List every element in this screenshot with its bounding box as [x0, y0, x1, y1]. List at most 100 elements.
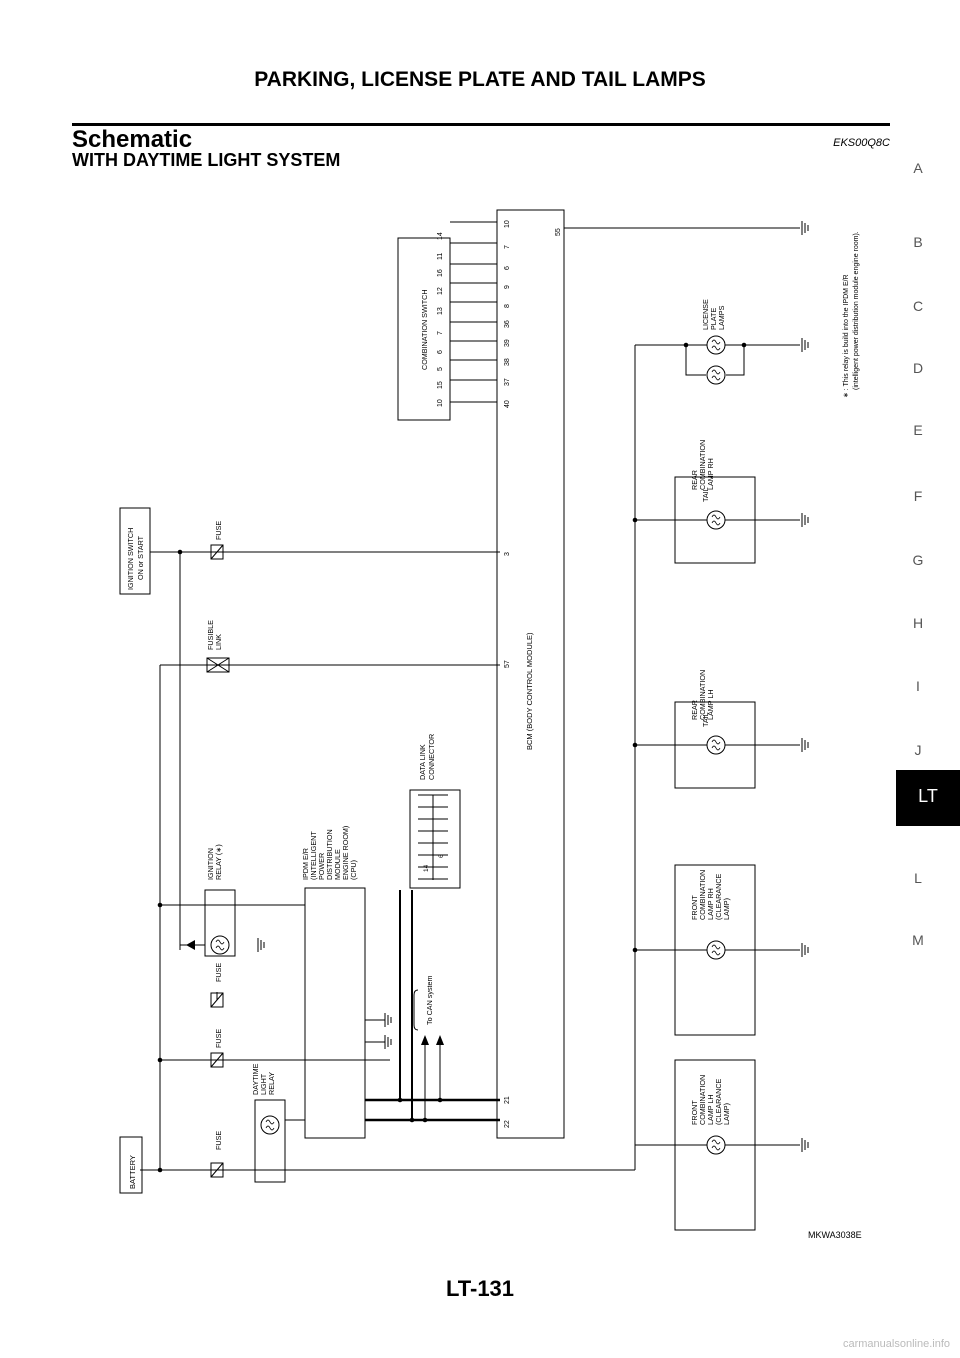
junction-dot — [157, 1057, 163, 1063]
front-rh-ground — [801, 943, 809, 957]
bcm-pin-3: 3 — [504, 552, 511, 556]
rear-rh-label-line: LAMP RH — [706, 458, 715, 490]
side-index-c[interactable]: C — [912, 298, 924, 314]
ignition-relay-coil — [210, 935, 230, 955]
side-index-b[interactable]: B — [913, 234, 923, 250]
bcm-pin-22: 22 — [504, 1120, 511, 1128]
rear-rh-lamp — [706, 510, 726, 530]
license-ground — [801, 338, 809, 352]
side-index-d[interactable]: D — [912, 360, 924, 376]
data-link-label-line: CONNECTOR — [427, 734, 436, 780]
battery-box — [119, 1136, 143, 1194]
ignition-relay-box — [204, 889, 236, 957]
relay-note: ∗ : This relay is build into the IPDM E/… — [843, 274, 850, 398]
side-index-h[interactable]: H — [912, 615, 924, 631]
can-arrow — [421, 1035, 429, 1045]
ignition-relay-label-line: RELAY (∗) — [214, 844, 223, 880]
daytime-relay-label-line: RELAY — [267, 1072, 276, 1095]
bcm-55-ground — [801, 221, 809, 235]
active-section-label: LT — [918, 786, 938, 806]
combination-switch-pin: 11 — [437, 253, 444, 260]
bcm-pin-55: 55 — [555, 228, 562, 236]
battery-label: BATTERY — [128, 1155, 137, 1189]
front-lh-lamp-filament — [711, 1139, 721, 1151]
fuse-label: FUSE — [214, 963, 223, 982]
combination-switch-box — [397, 237, 451, 421]
bcm-pin-21: 21 — [504, 1096, 511, 1104]
rear-lh-label-line: LAMP LH — [706, 689, 715, 720]
license-lamp-2 — [706, 365, 726, 385]
figure-code: MKWA3038E — [808, 1230, 862, 1240]
daytime-relay-coil — [260, 1115, 280, 1135]
side-index-a[interactable]: A — [913, 160, 923, 176]
combination-switch-pin: 10 — [437, 399, 444, 407]
rear-rh-ground — [801, 513, 809, 527]
rear-lh-lamp-filament — [711, 739, 721, 751]
front-rh-label-line: FRONT — [690, 895, 699, 920]
ipdm-module-box — [304, 887, 366, 1139]
rear-lh-lamp — [706, 735, 726, 755]
front-rh-lamp — [706, 940, 726, 960]
license-label-line: PLATE — [709, 308, 718, 330]
ipdm-label-line: (INTELLIGENT — [309, 831, 318, 880]
ipdm-label-line: ENGINE ROOM) — [341, 826, 350, 880]
ignition-relay-label-line: IGNITION — [206, 848, 215, 880]
header-rule — [72, 123, 890, 126]
side-index-l[interactable]: L — [914, 870, 922, 886]
rear-rh-label-line: REAR — [690, 470, 699, 490]
fuse-2-element — [210, 1052, 224, 1068]
daytime-relay-label-line: DAYTIME — [251, 1063, 260, 1095]
bcm-module-box — [496, 209, 565, 1139]
fusible-link-label-line: LINK — [214, 634, 223, 650]
bcm-pin-57: 57 — [504, 660, 511, 668]
ignition-fuse-element — [210, 544, 224, 560]
combination-switch-pin: 14 — [437, 232, 444, 240]
fuse-label: FUSE — [214, 1029, 223, 1048]
ignition-fuse — [210, 544, 224, 560]
side-index-f[interactable]: F — [913, 488, 923, 504]
junction-dot — [157, 902, 163, 908]
front-lh-label-line: LAMP LH — [706, 1094, 715, 1125]
bcm-combo-pin: 38 — [504, 358, 511, 366]
fuse-3-element — [210, 992, 224, 1008]
combination-switch-pin: 5 — [437, 367, 444, 371]
ipdm-label-line: DISTRIBUTION — [325, 829, 334, 880]
combination-switch-pin: 16 — [437, 269, 444, 277]
bcm-combo-pin: 8 — [504, 304, 511, 308]
junction-dot — [397, 1097, 403, 1103]
daytime-light-relay — [254, 1099, 286, 1183]
combination-switch-pin: 15 — [437, 381, 444, 389]
front-lh-label-line: COMBINATION — [698, 1075, 707, 1125]
ignition-relay-ground — [257, 938, 265, 952]
ignition-relay-coil-filament — [215, 939, 225, 951]
bcm-combo-pin: 10 — [504, 220, 511, 228]
combination-switch-pin: 12 — [437, 287, 444, 295]
ipdm-label-line: IPDM E/R — [301, 848, 310, 880]
section-title: Schematic — [72, 126, 193, 153]
fuse-label: FUSE — [214, 521, 223, 540]
side-index-g[interactable]: G — [912, 552, 924, 568]
side-index-e[interactable]: E — [913, 422, 923, 438]
section-code: EKS00Q8C — [833, 137, 890, 149]
fuse-label: FUSE — [214, 1131, 223, 1150]
license-wire — [726, 345, 745, 376]
can-label: To CAN system — [425, 975, 434, 1025]
side-index-m[interactable]: M — [912, 932, 924, 948]
front-rh-label-line: LAMP) — [722, 898, 731, 920]
subtitle: WITH DAYTIME LIGHT SYSTEM — [72, 150, 341, 170]
side-index-j[interactable]: J — [914, 742, 922, 758]
license-lamp-1 — [706, 335, 726, 355]
junction-dot — [177, 549, 183, 555]
bcm-combo-pin: 6 — [504, 266, 511, 270]
front-lh-label-line: LAMP) — [722, 1103, 731, 1125]
bcm-combo-pin: 9 — [504, 285, 511, 289]
fuse-2 — [210, 1052, 224, 1068]
rear-lh-ground — [801, 738, 809, 752]
active-section-tab[interactable]: LT — [896, 770, 960, 826]
bcm-combo-pin: 36 — [504, 320, 511, 328]
front-rh-label-line: (CLEARANCE — [714, 873, 723, 920]
side-index-i[interactable]: I — [916, 678, 920, 694]
ignition-switch-state: ON or START — [136, 535, 145, 580]
front-lh-label-line: FRONT — [690, 1100, 699, 1125]
